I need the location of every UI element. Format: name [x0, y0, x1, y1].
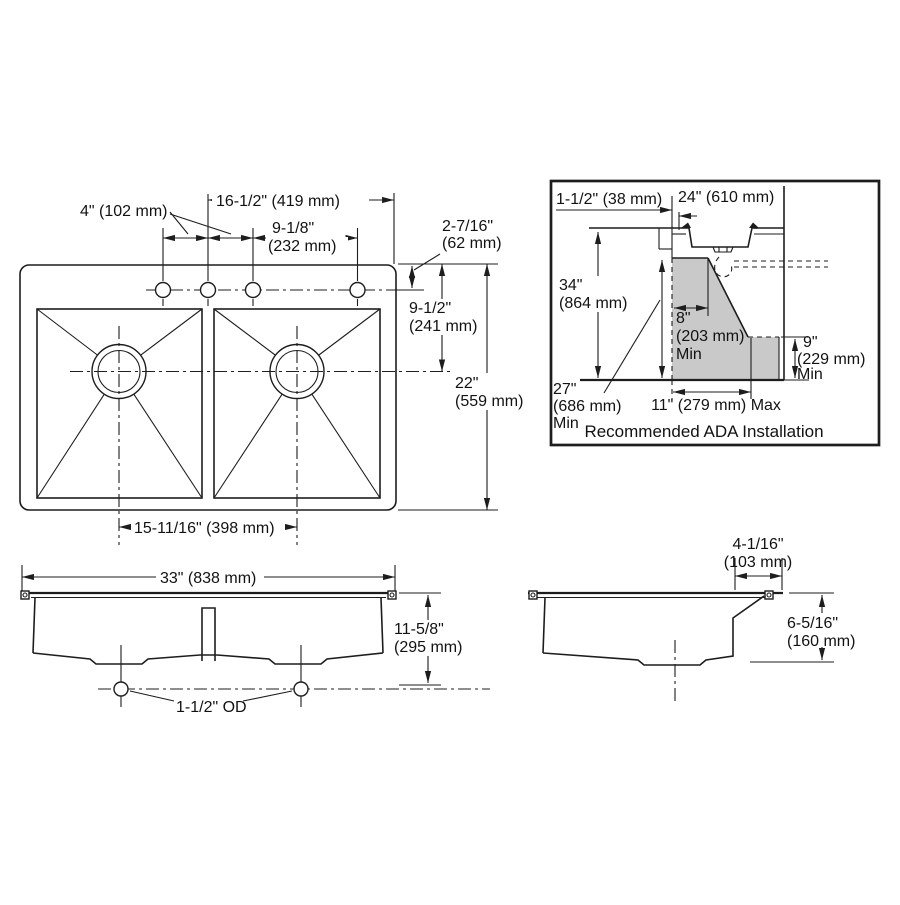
dim-34-mm: (864 mm) [559, 295, 627, 312]
basin-section [684, 227, 757, 248]
side-sink-outline [528, 590, 783, 705]
faucet-hole-3 [244, 281, 262, 299]
dim-8-in: 8" [676, 310, 691, 327]
drain-outlet-right [293, 681, 309, 697]
plan-sink-outline [19, 264, 452, 545]
dim-9-mm: (229 mm) [797, 351, 865, 368]
dim-6-5-16-in: 6-5/16" [787, 615, 838, 632]
ada-view: 1-1/2" (38 mm) 24" (610 mm) 34" (864 mm)… [549, 179, 881, 447]
dim-27-min: Min [553, 415, 579, 432]
dim-11-5-8-in: 11-5/8" [394, 621, 444, 638]
dim-33: 33" (838 mm) [160, 570, 256, 587]
dim-2-7-16-in: 2-7/16" [442, 218, 493, 235]
dim-11: 11" (279 mm) Max [651, 397, 781, 414]
dim-9-1-8-mm: (232 mm) [268, 238, 336, 255]
faucet-hole-4 [349, 281, 366, 299]
dim-od: 1-1/2" OD [176, 699, 247, 716]
dim-8-mm: (203 mm) [676, 328, 744, 345]
plan-dimensions: 16-1/2" (419 mm) 4" (102 mm) 9-1/8" (232… [80, 191, 533, 537]
dim-1-1-2: 1-1/2" (38 mm) [556, 191, 662, 208]
side-dimensions: 6-5/16" (160 mm) [750, 592, 862, 663]
dim-4-1-16-mm: (103 mm) [724, 554, 792, 571]
front-view: 33" (838 mm) 1-1/2" OD 11-5/8" [20, 565, 490, 716]
dim-9-1-2-in: 9-1/2" [409, 300, 451, 317]
ada-dimensions: 1-1/2" (38 mm) 24" (610 mm) 34" (864 mm)… [553, 189, 865, 441]
front-dimensions: 1-1/2" OD 11-5/8" (295 mm) [129, 592, 462, 716]
ada-caption: Recommended ADA Installation [584, 422, 823, 441]
dim-15-11-16: 15-11/16" (398 mm) [134, 520, 275, 537]
dim-2-7-16-mm: (62 mm) [442, 235, 502, 252]
faucet-hole-1 [154, 281, 172, 299]
dim-34-in: 34" [559, 277, 582, 294]
dim-9-in: 9" [803, 334, 818, 351]
side-view: 4-1/16" (103 mm) 6-5/16" (160 mm) [528, 536, 862, 705]
dim-11-5-8-mm: (295 mm) [394, 639, 462, 656]
plan-view: 16-1/2" (419 mm) 4" (102 mm) 9-1/8" (232… [19, 191, 533, 545]
ada-border [549, 179, 881, 447]
dim-27-mm: (686 mm) [553, 398, 621, 415]
faucet-hole-2 [199, 281, 217, 299]
dim-9-1-2-mm: (241 mm) [409, 318, 477, 335]
bowl-divider [201, 607, 216, 661]
dim-22-in: 22" [455, 375, 478, 392]
front-dimensions-top: 33" (838 mm) [21, 565, 396, 591]
front-sink-outline [20, 590, 490, 707]
drain-outlet-left [113, 681, 129, 697]
dim-27-in: 27" [553, 381, 576, 398]
knee-clearance-zone [672, 258, 779, 380]
dim-9-min: Min [797, 366, 823, 383]
dim-6-5-16-mm: (160 mm) [787, 633, 855, 650]
dim-9-1-8-in: 9-1/8" [272, 220, 314, 237]
dim-22-mm: (559 mm) [455, 393, 523, 410]
dim-4-1-16-in: 4-1/16" [732, 536, 783, 553]
side-dimensions-top: 4-1/16" (103 mm) [724, 536, 792, 590]
p-trap [714, 256, 733, 278]
dim-4in: 4" (102 mm) [80, 203, 167, 220]
dim-8-min: Min [676, 346, 702, 363]
ada-structure [580, 186, 828, 382]
dim-24: 24" (610 mm) [678, 189, 774, 206]
dim-16-1-2: 16-1/2" (419 mm) [216, 193, 340, 210]
